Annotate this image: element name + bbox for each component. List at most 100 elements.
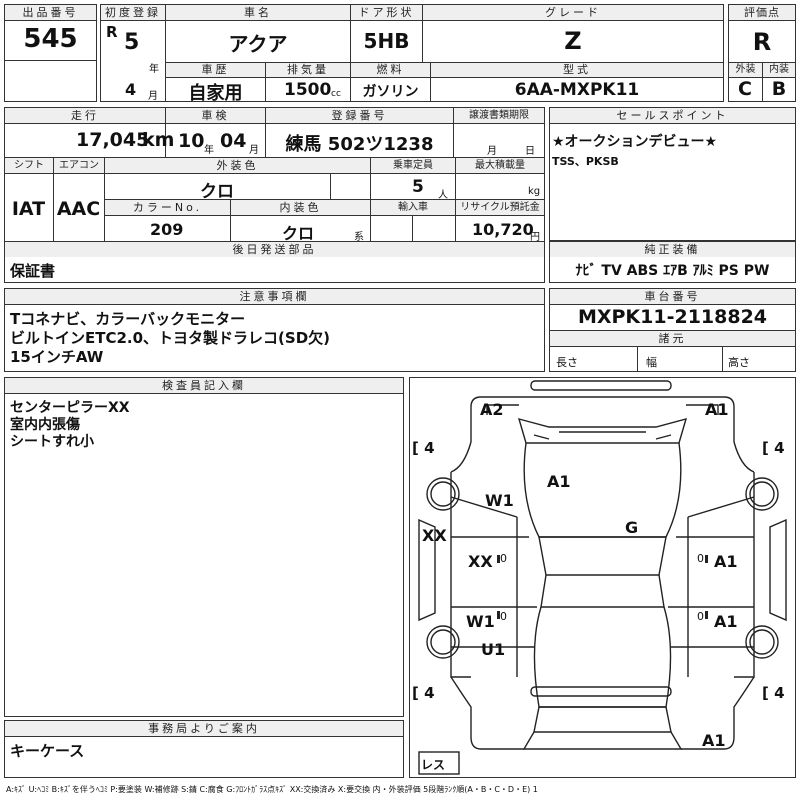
lot-number-box: [4, 4, 97, 102]
int-color-header: 内装色: [231, 200, 370, 215]
office-header: 事務局よりご案内: [5, 721, 403, 736]
color-number: 209: [150, 220, 184, 239]
capacity-unit: 人: [438, 190, 448, 201]
recycle-unit: 円: [530, 232, 540, 243]
interior-color-unit: 系: [354, 232, 364, 243]
fuel-header: 燃料: [351, 63, 430, 77]
inspector-note-2: 室内内張傷: [10, 417, 80, 433]
aircon: AAC: [56, 198, 101, 220]
mark-g-windshield: G: [625, 518, 639, 537]
grade-header: グレード: [423, 5, 723, 20]
first-reg-year-unit: 年: [149, 64, 159, 75]
ext-color-header: 外装色: [105, 158, 370, 173]
notes-header: 注意事項欄: [5, 289, 544, 304]
notes-line2: ビルトインETC2.0、トヨタ製ドラレコ(SD欠): [10, 329, 331, 347]
transfer-deadline-header: 譲渡書類期限: [454, 108, 544, 123]
mileage-unit: km: [142, 129, 175, 151]
inspector-note-3: シートすれ小: [10, 434, 94, 450]
inspection-year-unit: 年: [204, 145, 214, 156]
mark-a1-hood: A1: [547, 472, 571, 491]
lot-number: 545: [23, 24, 78, 54]
history-header: 車歴: [166, 63, 265, 77]
interior-header: 内装: [763, 63, 795, 77]
model-code: 6AA-MXPK11: [514, 80, 640, 100]
car-diagram-box: [409, 377, 796, 778]
mark-xx-pillar: XX: [422, 526, 447, 545]
fuel: ガソリン: [362, 84, 419, 100]
mark-xx-left-door: XX: [468, 552, 493, 571]
spec-width-label: 幅: [646, 356, 657, 369]
mark-a1-rear: A1: [702, 731, 726, 750]
capacity-header: 乗車定員: [371, 158, 455, 173]
door-type: 5HB: [363, 29, 410, 53]
notes-line1: Tコネナビ、カラーバックモニター: [10, 310, 246, 328]
displacement: 1500: [284, 80, 332, 100]
mark-zero-l1: 0: [500, 552, 507, 565]
shift-header: シフト: [5, 158, 53, 173]
mileage: 17,045: [76, 129, 150, 151]
door-header: ドア形状: [351, 5, 422, 20]
mark-a1-front-right: A1: [705, 400, 729, 419]
score: R: [752, 28, 772, 56]
office-note: キーケース: [10, 742, 85, 760]
car-name-header: 車名: [166, 5, 350, 20]
lot-number-header: 出品番号: [5, 5, 96, 20]
mark-zero-l2: 0: [500, 610, 507, 623]
inspection-month-unit: 月: [249, 145, 259, 156]
exterior-header: 外装: [729, 63, 762, 77]
sales-point-box: [549, 107, 796, 241]
inspector-box: [4, 377, 404, 717]
first-reg-month: 4: [125, 80, 137, 99]
exterior-color: クロ: [200, 182, 234, 202]
recycle-header: リサイクル預託金: [456, 200, 544, 215]
mark-zero-r2: 0: [697, 610, 704, 623]
interior-score: B: [771, 78, 787, 100]
inspection-month: 04: [220, 130, 247, 152]
mark-u1-left-rear: U1: [481, 640, 506, 659]
reg-no-header: 登録番号: [266, 108, 453, 123]
displacement-header: 排気量: [266, 63, 350, 77]
genuine-equipment: ﾅﾋﾞ TV ABS ｴｱB ｱﾙﾐ PS PW: [575, 263, 770, 279]
legend: A:ｷｽﾞ U:ﾍｺﾐ B:ｷｽﾞを伴うﾍｺﾐ P:要塗装 W:補修跡 S:錆 …: [6, 785, 538, 794]
inspection-year: 10: [178, 130, 205, 152]
office-box: [4, 720, 404, 778]
registration-number: 練馬 502ツ1238: [285, 134, 434, 155]
transfer-day-unit: 日: [525, 146, 535, 157]
mark-w1-left-front: W1: [485, 491, 514, 510]
spare-tire: レス: [421, 758, 446, 772]
tire-rear-right: [ 4: [762, 684, 785, 702]
sales-point-header: セールスポイント: [550, 108, 795, 123]
max-load-unit: kg: [528, 186, 541, 197]
spec-height-label: 高さ: [728, 356, 750, 369]
color-no-header: カラーNo.: [105, 200, 230, 215]
tire-rear-left: [ 4: [412, 684, 435, 702]
first-reg-header: 初度登録: [101, 5, 165, 20]
specs-header: 諸元: [550, 331, 795, 346]
shift: IAT: [11, 198, 46, 220]
inspector-note-1: センターピラーXX: [10, 400, 130, 416]
mark-a1-right-rear-door: A1: [714, 612, 738, 631]
genuine-equipment-box: [549, 241, 796, 283]
tire-front-right: [ 4: [762, 439, 785, 457]
recycle-fee: 10,720: [472, 220, 534, 239]
interior-color: クロ: [282, 224, 315, 243]
sales-point-line2: TSS、PKSB: [552, 155, 619, 168]
import-header: 輸入車: [371, 200, 455, 215]
mark-a1-right-front-door: A1: [714, 552, 738, 571]
first-reg-month-unit: 月: [148, 91, 158, 102]
transfer-month-unit: 月: [487, 146, 497, 157]
tire-front-left: [ 4: [412, 439, 435, 457]
mark-w1-left-rear: W1: [466, 612, 495, 631]
chassis-number: MXPK11-2118824: [577, 306, 768, 328]
model-code-header: 型式: [431, 63, 723, 77]
grade: Z: [564, 27, 582, 55]
sales-point-line1: ★オークションデビュー★: [552, 134, 718, 150]
max-load-header: 最大積載量: [456, 158, 544, 173]
post-parts: 保証書: [10, 262, 56, 280]
post-parts-box: [4, 241, 545, 283]
displacement-unit: cc: [331, 89, 341, 99]
car-name: アクア: [228, 32, 288, 56]
mark-a2-front-left: A2: [480, 400, 504, 419]
notes-box: [4, 288, 545, 372]
